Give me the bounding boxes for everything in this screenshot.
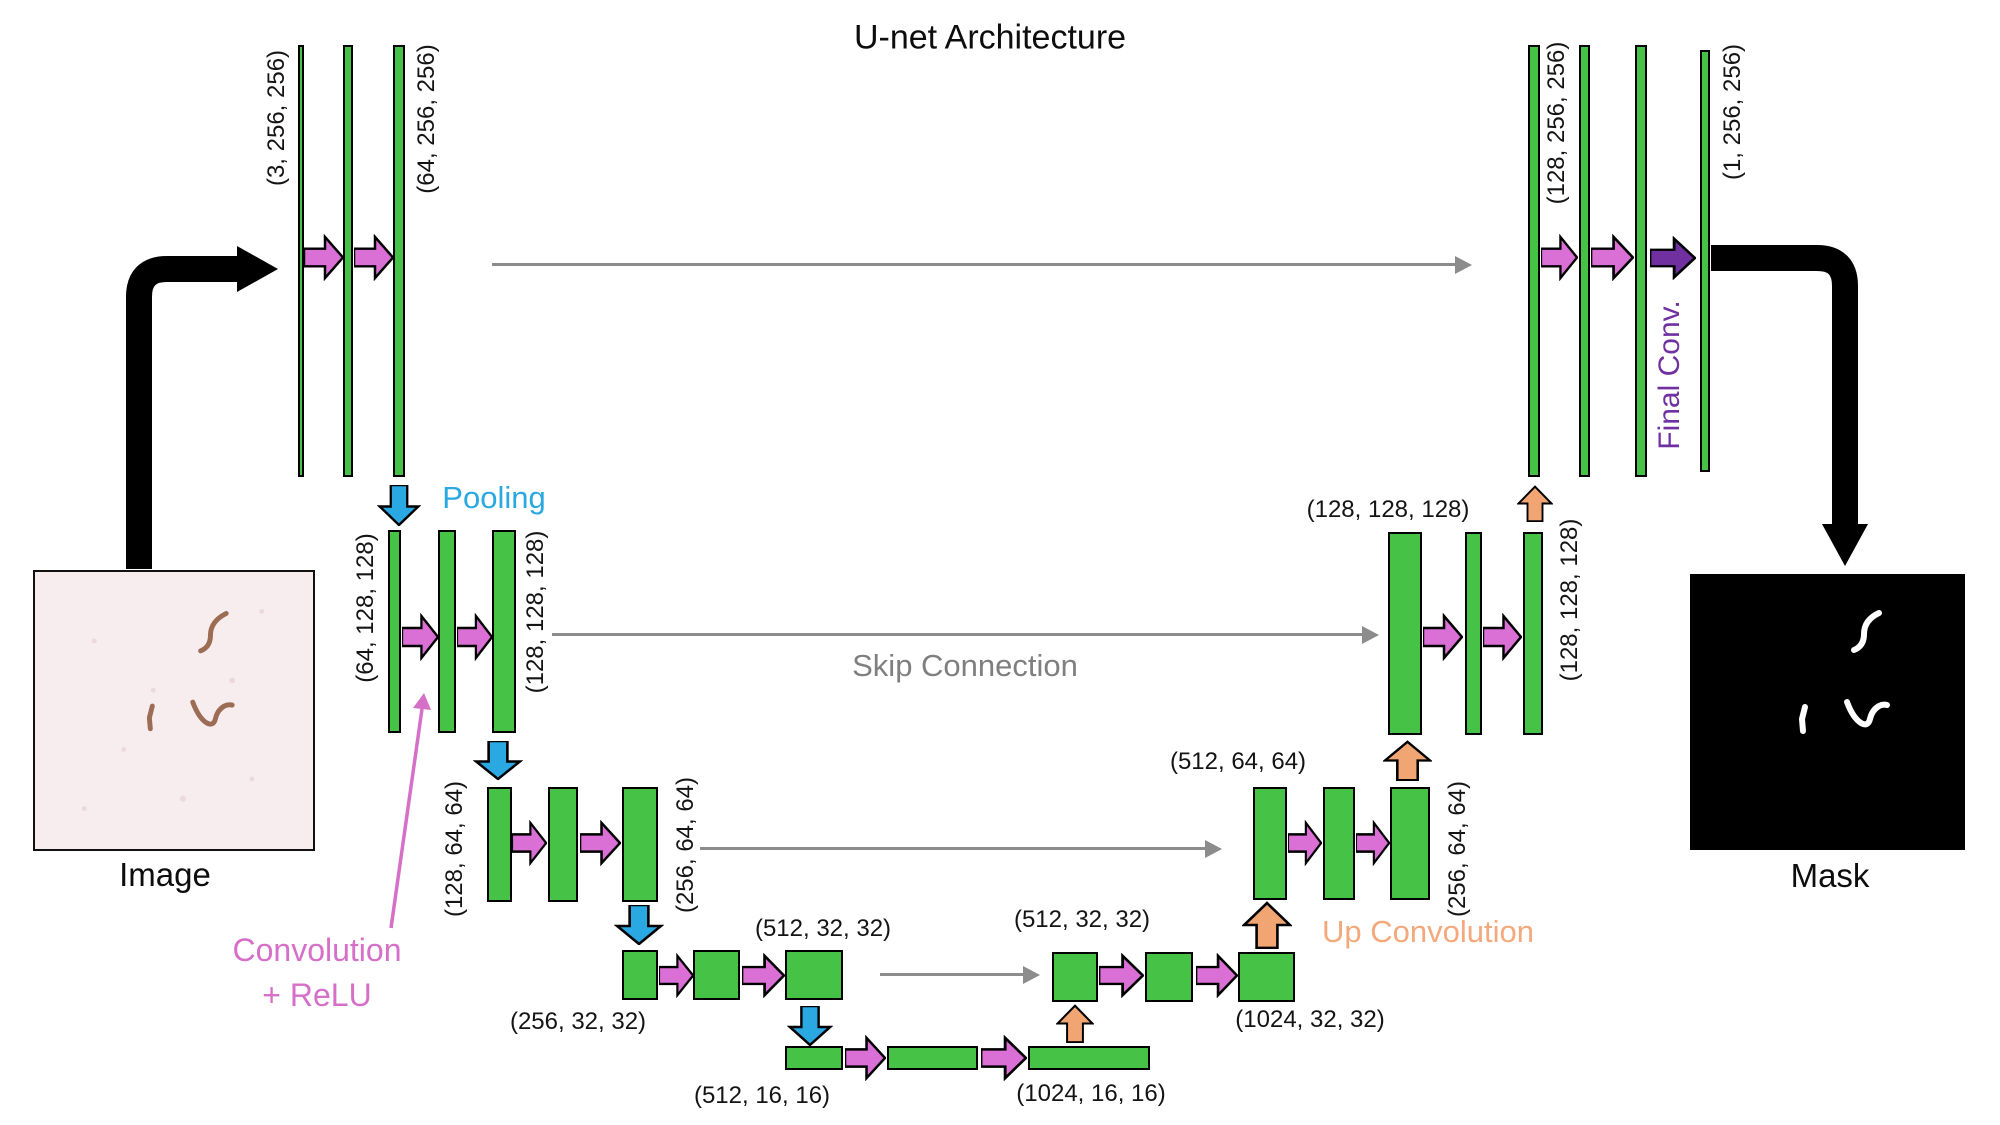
- conv-relu-arrow: [742, 953, 785, 998]
- dim-label-dec2-in: (128, 128, 128): [1306, 496, 1470, 523]
- conv-relu-arrow: [304, 234, 344, 281]
- dim-label-enc4-in: (256, 32, 32): [509, 1008, 647, 1035]
- conv-relu-arrow: [457, 613, 493, 661]
- skip-connection-line-1: [492, 263, 1455, 266]
- conv-relu-arrow: [1099, 953, 1144, 998]
- dec1-feature-bar-2: [1579, 45, 1590, 477]
- dim-label-enc2-in: (64, 128, 128): [352, 533, 379, 683]
- dim-label-enc4-out: (512, 32, 32): [754, 915, 892, 942]
- dec2-feature-bar-2: [1465, 532, 1482, 735]
- enc2-feature-bar-1: [388, 530, 401, 733]
- pooling-arrow-2: [473, 741, 523, 780]
- skip-connection-arrowhead-2: [1362, 626, 1379, 644]
- up-conv-arrow-4: [1517, 485, 1553, 522]
- input-flow-arrow: [126, 256, 237, 569]
- skip-connection-label: Skip Connection: [852, 648, 1078, 683]
- skip-connection-line-3: [700, 847, 1205, 850]
- dim-label-dec1-in: (128, 256, 256): [1543, 41, 1570, 205]
- bottleneck-feature-bar-3: [1028, 1046, 1150, 1070]
- dim-label-bottleneck-in: (512, 16, 16): [693, 1082, 831, 1109]
- dec4-feature-bar-3: [1238, 952, 1295, 1002]
- dec3-feature-bar-2: [1323, 787, 1355, 900]
- conv-relu-arrow: [354, 234, 394, 281]
- dec2-feature-bar-1: [1388, 532, 1422, 735]
- enc4-feature-bar-2: [693, 950, 740, 1000]
- conv-relu-arrow: [1541, 234, 1578, 281]
- pooling-arrow-1: [377, 485, 421, 526]
- dim-label-enc3-in: (128, 64, 64): [441, 780, 468, 918]
- enc3-feature-bar-1: [487, 787, 512, 902]
- input-image-caption: Image: [119, 856, 211, 893]
- final-conv-arrow: [1650, 236, 1696, 280]
- dim-label-dec2-out: (128, 128, 128): [1556, 518, 1583, 682]
- final-conv-label: Final Conv.: [1653, 300, 1686, 450]
- conv-relu-label-line2: + ReLU: [262, 977, 372, 1013]
- enc4-feature-bar-3: [785, 950, 843, 1000]
- dec4-feature-bar-2: [1145, 952, 1193, 1002]
- conv-relu-arrow: [1483, 613, 1522, 661]
- enc4-feature-bar-1: [622, 950, 658, 1000]
- dim-label-enc1-out: (64, 256, 256): [413, 44, 440, 194]
- output-mask-thumbnail: [1690, 574, 1965, 850]
- dim-label-enc1-in: (3, 256, 256): [263, 49, 290, 187]
- enc3-feature-bar-3: [622, 787, 658, 902]
- skip-connection-arrowhead-4: [1023, 966, 1040, 984]
- dim-label-bottleneck-out: (1024, 16, 16): [1016, 1080, 1166, 1107]
- enc3-feature-bar-2: [548, 787, 578, 902]
- conv-relu-arrow: [1423, 613, 1463, 661]
- dim-label-dec3-out: (256, 64, 64): [1444, 780, 1471, 918]
- conv-relu-arrow: [512, 820, 547, 866]
- input-image-worms: [81, 608, 265, 812]
- dim-label-enc2-out: (128, 128, 128): [522, 530, 549, 694]
- conv-relu-arrow: [1288, 820, 1322, 866]
- up-convolution-label: Up Convolution: [1322, 914, 1534, 949]
- up-conv-arrow-2: [1242, 901, 1292, 949]
- conv-relu-arrow: [1356, 820, 1390, 866]
- skip-connection-arrowhead-3: [1205, 840, 1222, 858]
- conv-relu-label: Convolution + ReLU: [233, 928, 402, 1018]
- output-mask-caption: Mask: [1790, 857, 1870, 894]
- conv-relu-arrow: [402, 613, 439, 661]
- dec3-feature-bar-3: [1390, 787, 1430, 900]
- conv-relu-arrow: [845, 1035, 886, 1081]
- pooling-arrow-3: [614, 905, 664, 945]
- enc1-feature-bar-2: [343, 45, 353, 477]
- output-mask-shapes: [1799, 610, 1890, 734]
- up-conv-arrow-3: [1383, 740, 1432, 781]
- bottleneck-feature-bar-2: [887, 1046, 978, 1070]
- dim-label-enc3-out: (256, 64, 64): [672, 776, 699, 914]
- enc2-feature-bar-3: [492, 530, 516, 733]
- dec2-feature-bar-3: [1523, 532, 1543, 735]
- dim-label-dec1-out: (1, 256, 256): [1719, 43, 1746, 181]
- enc2-feature-bar-2: [438, 530, 456, 733]
- dim-label-dec4-out: (1024, 32, 32): [1235, 1006, 1385, 1033]
- input-flow-arrowhead: [237, 246, 278, 292]
- dec1-feature-bar-3: [1635, 45, 1647, 477]
- pooling-arrow-4: [787, 1006, 833, 1046]
- up-conv-arrow-1: [1056, 1004, 1094, 1043]
- page-title: U-net Architecture: [853, 18, 1127, 57]
- dec1-output-bar: [1700, 50, 1710, 472]
- skip-connection-arrowhead-1: [1455, 256, 1472, 274]
- dec3-feature-bar-1: [1253, 787, 1287, 900]
- output-flow-arrowhead: [1822, 524, 1868, 566]
- conv-relu-arrow: [659, 953, 694, 998]
- pooling-label: Pooling: [442, 480, 546, 515]
- dec4-feature-bar-1: [1052, 952, 1098, 1002]
- bottleneck-feature-bar-1: [785, 1046, 843, 1070]
- dim-label-dec3-in: (512, 64, 64): [1169, 748, 1307, 775]
- enc1-feature-bar-1: [298, 45, 304, 477]
- skip-connection-line-4: [880, 973, 1023, 976]
- input-image-thumbnail: [33, 570, 315, 851]
- conv-relu-arrow: [580, 820, 621, 866]
- conv-relu-arrow: [981, 1035, 1027, 1081]
- skip-connection-line-2: [552, 633, 1362, 636]
- conv-relu-arrow: [1591, 234, 1634, 281]
- conv-relu-label-line1: Convolution: [232, 932, 402, 968]
- dec1-feature-bar-1: [1528, 45, 1540, 477]
- dim-label-dec4-in: (512, 32, 32): [1013, 906, 1151, 933]
- output-flow-arrow: [1711, 245, 1858, 524]
- enc1-feature-bar-3: [393, 45, 405, 477]
- conv-relu-arrow: [1196, 953, 1238, 998]
